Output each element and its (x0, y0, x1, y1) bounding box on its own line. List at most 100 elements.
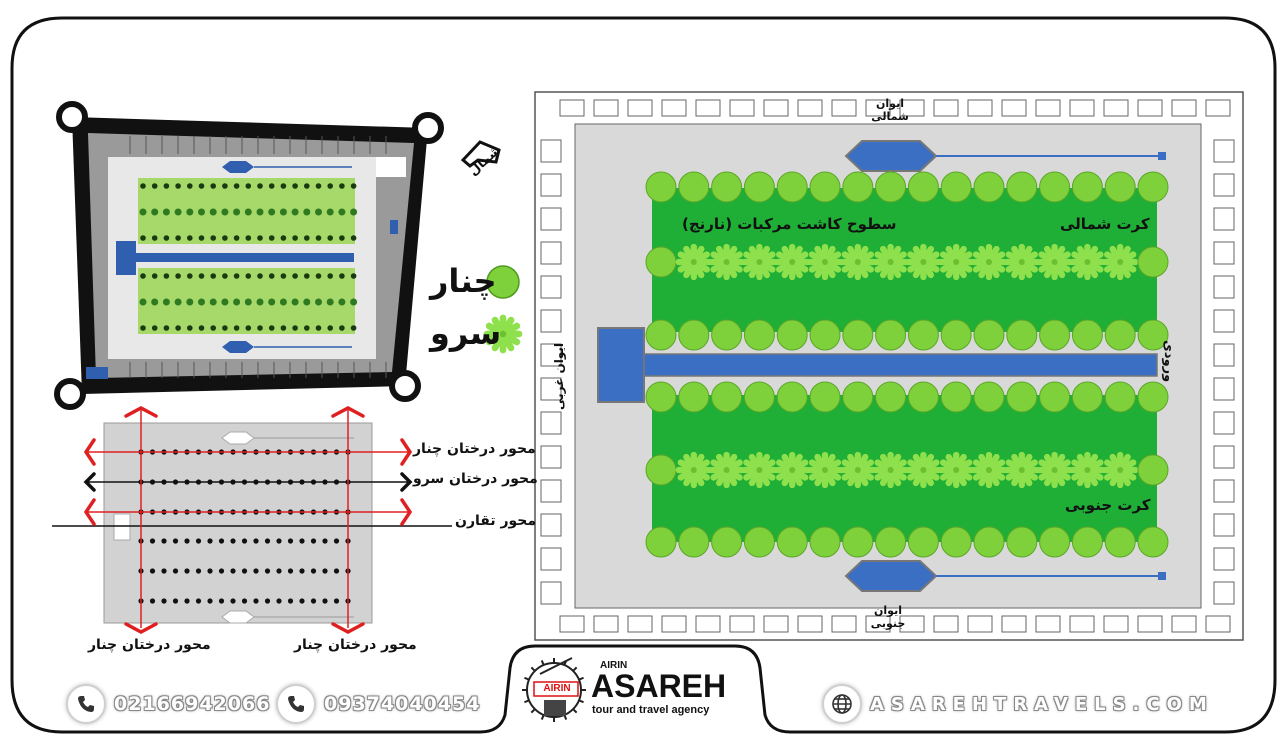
plane-tree (711, 171, 743, 203)
plane-tree (1137, 454, 1169, 486)
plane-tree (940, 526, 972, 558)
plane-tree (842, 526, 874, 558)
tower-sw (54, 378, 86, 410)
plane-tree (711, 381, 743, 413)
plane-tree (842, 171, 874, 203)
cypress-legend-label: سرو (430, 314, 502, 352)
axis-diagram (52, 406, 452, 634)
cypress-tree (708, 451, 745, 489)
plane-tree (743, 319, 775, 351)
plane-tree (842, 381, 874, 413)
phone-icon (276, 684, 316, 724)
logo-name: ASAREH (591, 668, 727, 704)
bottom-right-axis-label: محور درختان چنار (294, 637, 417, 653)
cypress-tree (872, 243, 909, 281)
cypress-tree (774, 451, 811, 489)
phone-contact-2[interactable]: 09374040454 (276, 684, 480, 724)
plane-tree (1039, 171, 1071, 203)
plane-tree (645, 381, 677, 413)
cypress-tree (675, 451, 712, 489)
cypress-tree (708, 243, 745, 281)
cypress-tree (970, 451, 1008, 489)
plane-tree (875, 526, 907, 558)
plane-tree (1137, 526, 1169, 558)
cypress-tree (806, 451, 844, 489)
plane-tree (1071, 526, 1103, 558)
logo-tagline: tour and travel agency (592, 704, 710, 716)
website-url[interactable]: ASAREHTRAVELS.COM (870, 693, 1214, 715)
website-contact[interactable]: ASAREHTRAVELS.COM (822, 684, 1214, 724)
tower-ne (412, 112, 444, 144)
plane-tree (1104, 526, 1136, 558)
symmetry-axis-label: محور تقارن (455, 513, 537, 529)
plane-tree (1006, 381, 1038, 413)
cypress-tree (905, 451, 942, 489)
tower-nw (56, 101, 88, 133)
cypress-tree (872, 451, 909, 489)
cypress-tree (675, 243, 712, 281)
plane-tree (1137, 381, 1169, 413)
plane-tree (1104, 171, 1136, 203)
plane-tree (645, 246, 677, 278)
plane-tree (809, 381, 841, 413)
plane-tree (940, 171, 972, 203)
plane-tree (1104, 319, 1136, 351)
plane-tree (645, 526, 677, 558)
logo-airin-small: AIRIN (600, 660, 628, 671)
cypress-tree (1069, 451, 1106, 489)
phone-number-1[interactable]: 02166942066 (114, 693, 271, 715)
plane-tree (1039, 381, 1071, 413)
plane-tree (711, 526, 743, 558)
west-iwan-label: ایوان غربی (552, 343, 566, 410)
cypress-tree (1003, 243, 1040, 281)
plane-tree (645, 319, 677, 351)
entrance-label: ورودی (1161, 340, 1176, 383)
cypress-tree (806, 243, 844, 281)
plane-tree (1137, 319, 1169, 351)
orange-surfaces-label: سطوح کاشت مرکبات (نارنج) (682, 215, 897, 233)
plane-tree (842, 319, 874, 351)
plane-tree (907, 319, 939, 351)
plane-tree (973, 171, 1005, 203)
south-fountain (844, 560, 938, 592)
plane-tree (875, 319, 907, 351)
plane-tree (809, 171, 841, 203)
plane-legend-label: چنار (430, 262, 497, 300)
plane-tree (907, 381, 939, 413)
plane-tree (973, 381, 1005, 413)
plane-axis-label: محور درختان چنار (413, 441, 536, 457)
plane-tree (940, 381, 972, 413)
plane-tree (973, 526, 1005, 558)
channel-small (136, 253, 354, 262)
cypress-tree (938, 243, 975, 281)
plane-tree (1137, 171, 1169, 203)
plane-tree (678, 381, 710, 413)
plane-tree (678, 171, 710, 203)
north-fountain (844, 140, 938, 172)
main-plan (534, 91, 1244, 641)
bottom-left-axis-label: محور درختان چنار (88, 637, 211, 653)
plane-tree (875, 171, 907, 203)
plane-tree (1006, 171, 1038, 203)
phone-number-2[interactable]: 09374040454 (324, 693, 481, 715)
plane-tree (678, 319, 710, 351)
cypress-tree (741, 243, 778, 281)
phone-contact-1[interactable]: 02166942066 (66, 684, 270, 724)
plane-tree (1104, 381, 1136, 413)
north-arrow (460, 140, 501, 168)
south-bed-label: کرت جنوبی (1065, 496, 1151, 514)
phone-icon (66, 684, 106, 724)
plane-tree (1039, 319, 1071, 351)
plane-tree (776, 171, 808, 203)
plane-tree (1039, 526, 1071, 558)
water-channel (643, 353, 1158, 377)
plane-tree (875, 381, 907, 413)
plane-tree (907, 526, 939, 558)
legend (483, 265, 523, 354)
plane-tree (1071, 171, 1103, 203)
left-plan (54, 101, 444, 410)
logo-graphic (522, 657, 586, 722)
pool-small (116, 241, 136, 275)
cypress-tree (1036, 243, 1073, 281)
